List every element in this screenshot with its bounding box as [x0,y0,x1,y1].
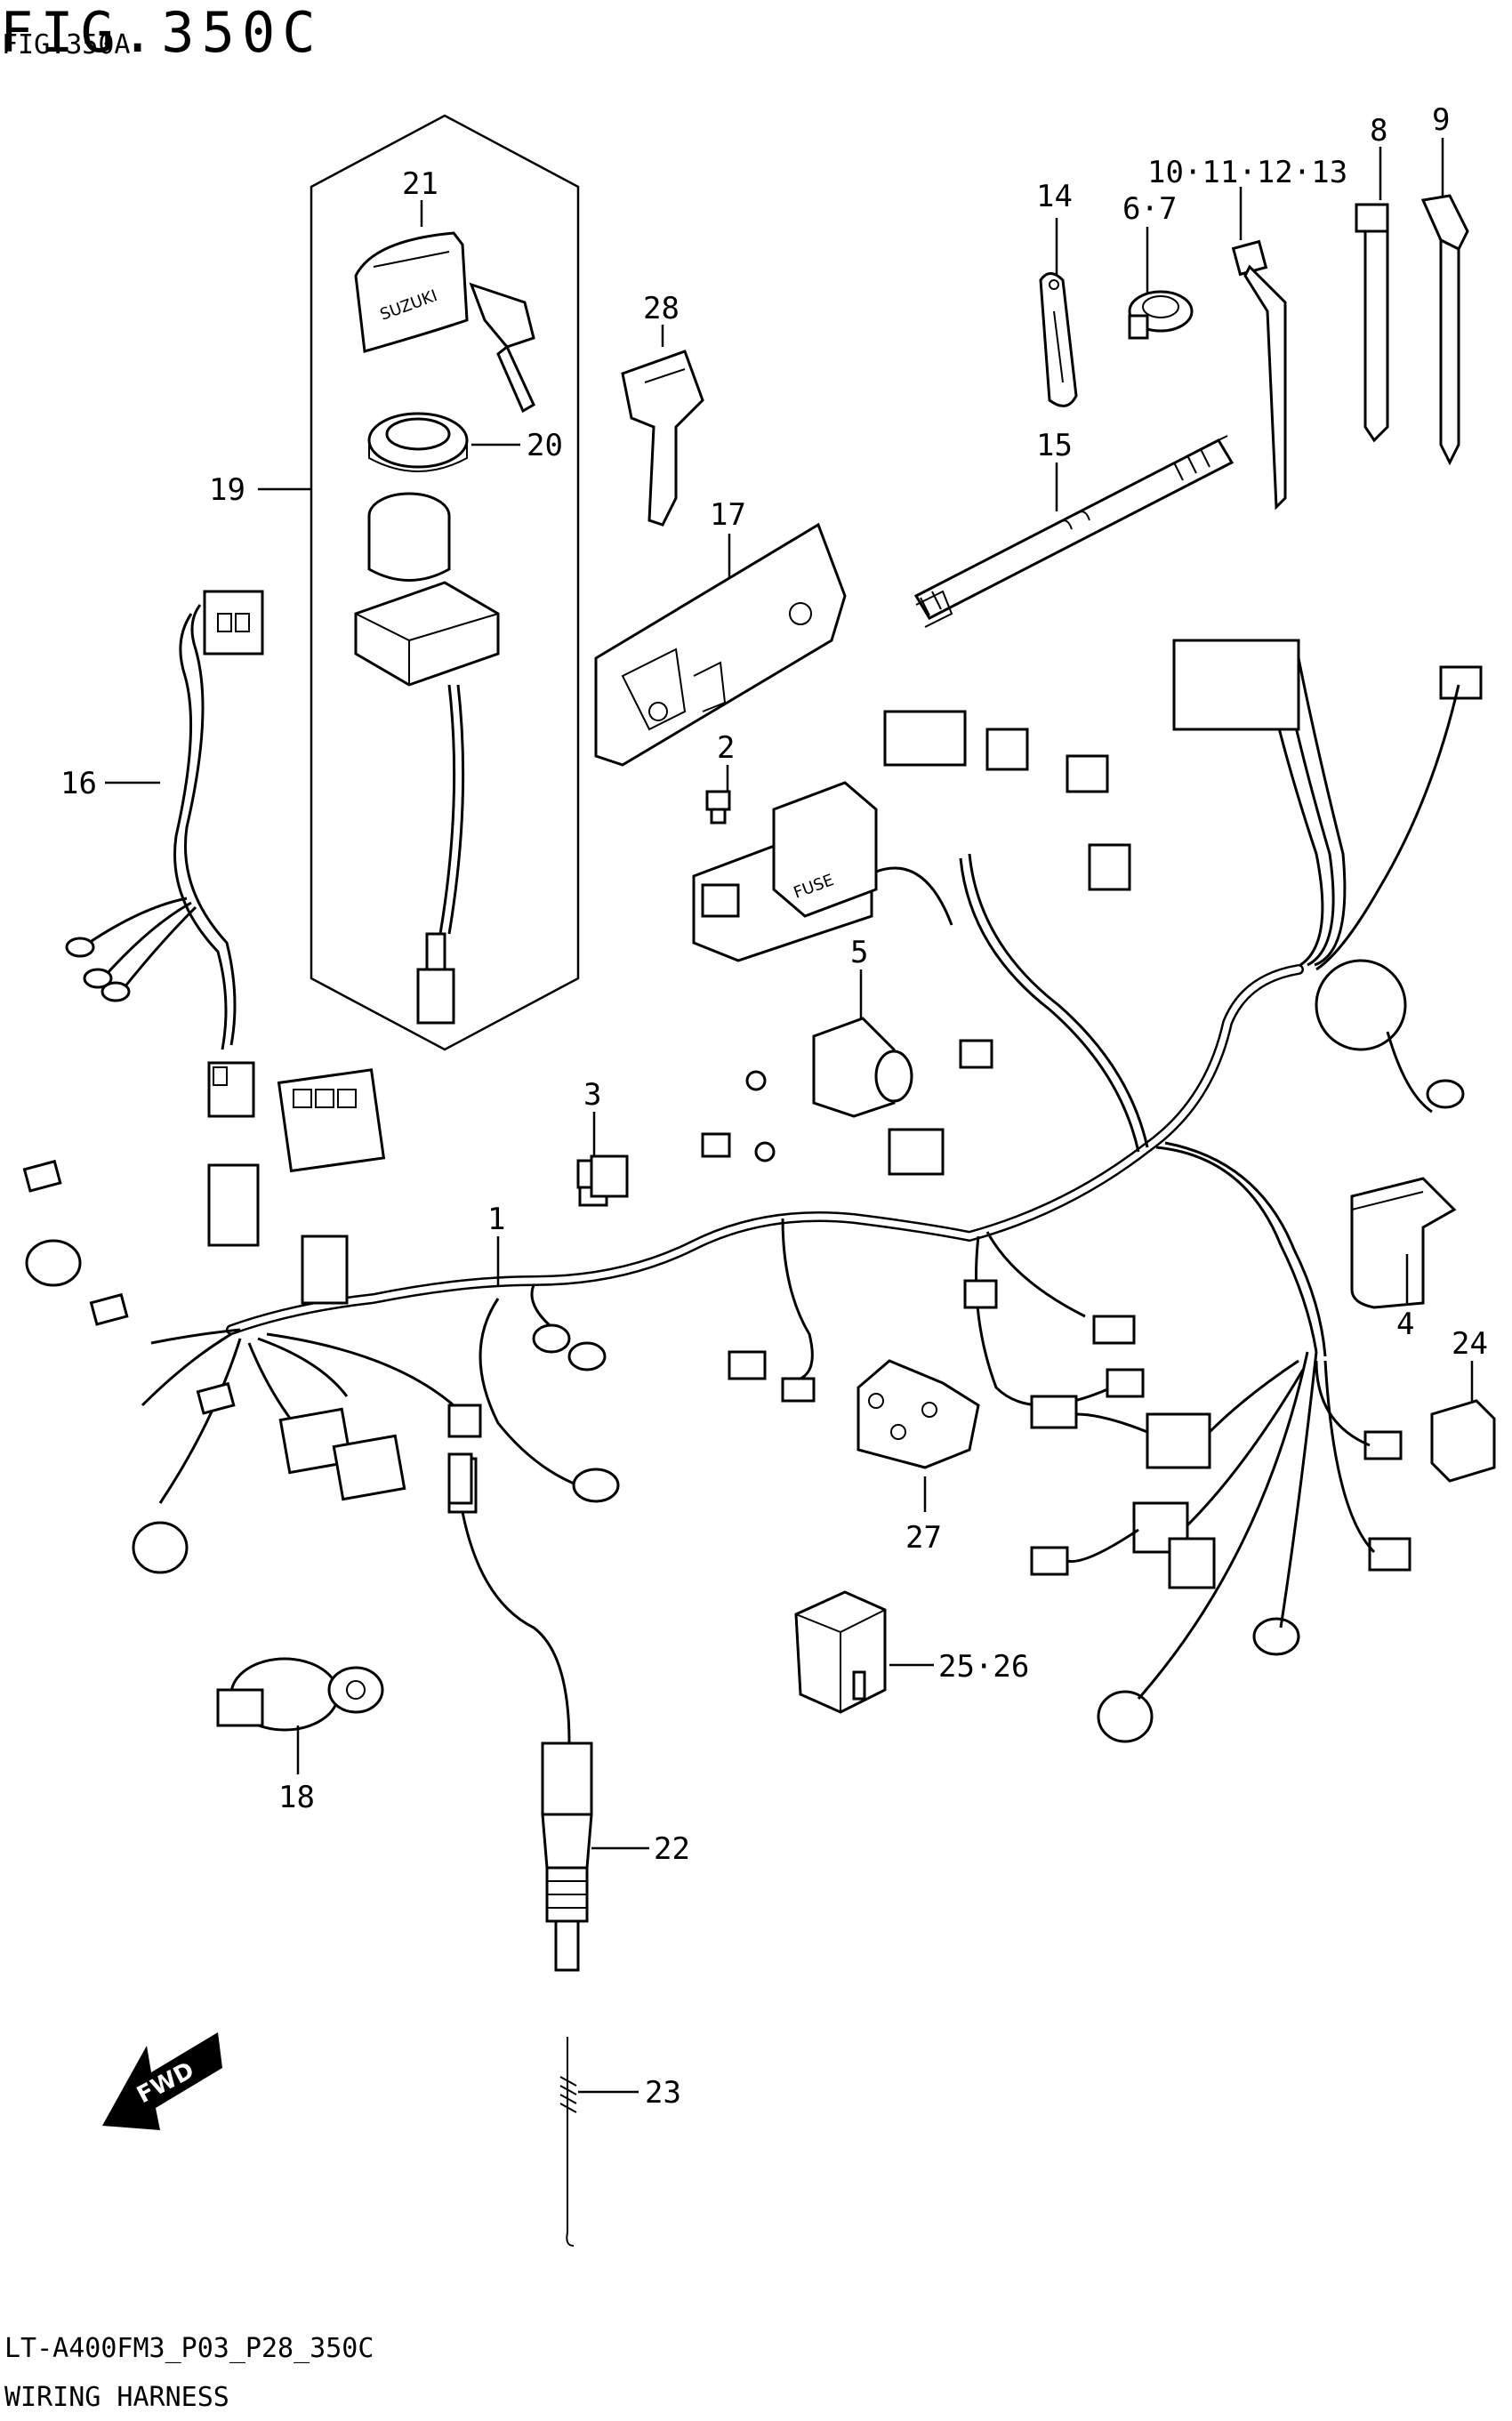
part-20-switch-nut[interactable] [367,412,469,472]
fwd-arrow-icon: FWD [102,2032,222,2130]
part-14-wire-clamp[interactable] [1039,272,1078,407]
fuse-box: FUSE [692,781,953,962]
label-1: 1 [487,1202,505,1237]
label-6-7: 6·7 [1122,191,1177,227]
part-22-oxygen-sensor[interactable] [447,1452,593,1972]
part-8-cable-tie[interactable] [1355,203,1389,443]
harness-connectors [22,639,1483,1743]
part-28-key-blank[interactable] [621,350,704,527]
label-10-13: 10·11·12·13 [1147,155,1347,190]
part-4-connector-cover[interactable] [1350,1177,1457,1309]
part-9-cable-tie[interactable] [1420,194,1469,466]
part-21-ignition-key[interactable]: SUZUKI [354,231,535,414]
part-1-main-wiring-harness[interactable] [141,657,1347,1504]
part-labels: 21 20 19 28 17 14 6·7 10·11·12·13 8 9 15… [60,102,1488,2111]
part-6-7-hose-clamp[interactable] [1128,290,1194,340]
label-18: 18 [278,1780,315,1815]
model-code: LT-A400FM3_P03_P28_350C [4,2333,374,2364]
label-9: 9 [1432,102,1450,138]
part-10-13-cable-tie[interactable] [1231,239,1287,511]
label-5: 5 [850,935,868,970]
label-28: 28 [643,291,680,326]
part-18-neutral-switch[interactable] [216,1657,384,1732]
label-23: 23 [645,2075,681,2111]
label-21: 21 [402,166,438,202]
part-5-connector-cover[interactable] [812,1017,913,1118]
label-2: 2 [717,730,735,766]
part-15-protector-tube[interactable] [913,435,1235,628]
part-17-relay-bracket[interactable] [594,522,847,767]
label-22: 22 [654,1831,690,1867]
label-14: 14 [1036,179,1073,214]
label-15: 15 [1036,428,1073,463]
part-27-mounting-bracket[interactable] [857,1359,980,1469]
part-24-relay[interactable] [1430,1399,1496,1483]
label-19: 19 [209,472,245,508]
label-4: 4 [1396,1307,1414,1342]
leader-lines [105,138,1474,2094]
part-19-ignition-switch[interactable] [354,492,500,1025]
figure-number: FIG.350C [0,0,323,65]
part-16-sub-harness[interactable] [65,590,264,1118]
figure-subtitle: FIG.350A [2,29,131,60]
label-17: 17 [710,497,746,533]
label-16: 16 [60,766,97,801]
label-8: 8 [1370,113,1387,149]
label-24: 24 [1452,1326,1488,1362]
diagram-title: WIRING HARNESS [4,2382,229,2413]
part-23-spring[interactable] [559,2037,577,2247]
label-3: 3 [583,1077,601,1113]
label-20: 20 [527,428,563,463]
part-2-fuse[interactable] [705,790,731,824]
label-27: 27 [905,1520,942,1556]
ignition-group-frame [310,114,580,1051]
label-25-26: 25·26 [938,1649,1029,1685]
part-25-26-relay[interactable] [794,1590,887,1714]
